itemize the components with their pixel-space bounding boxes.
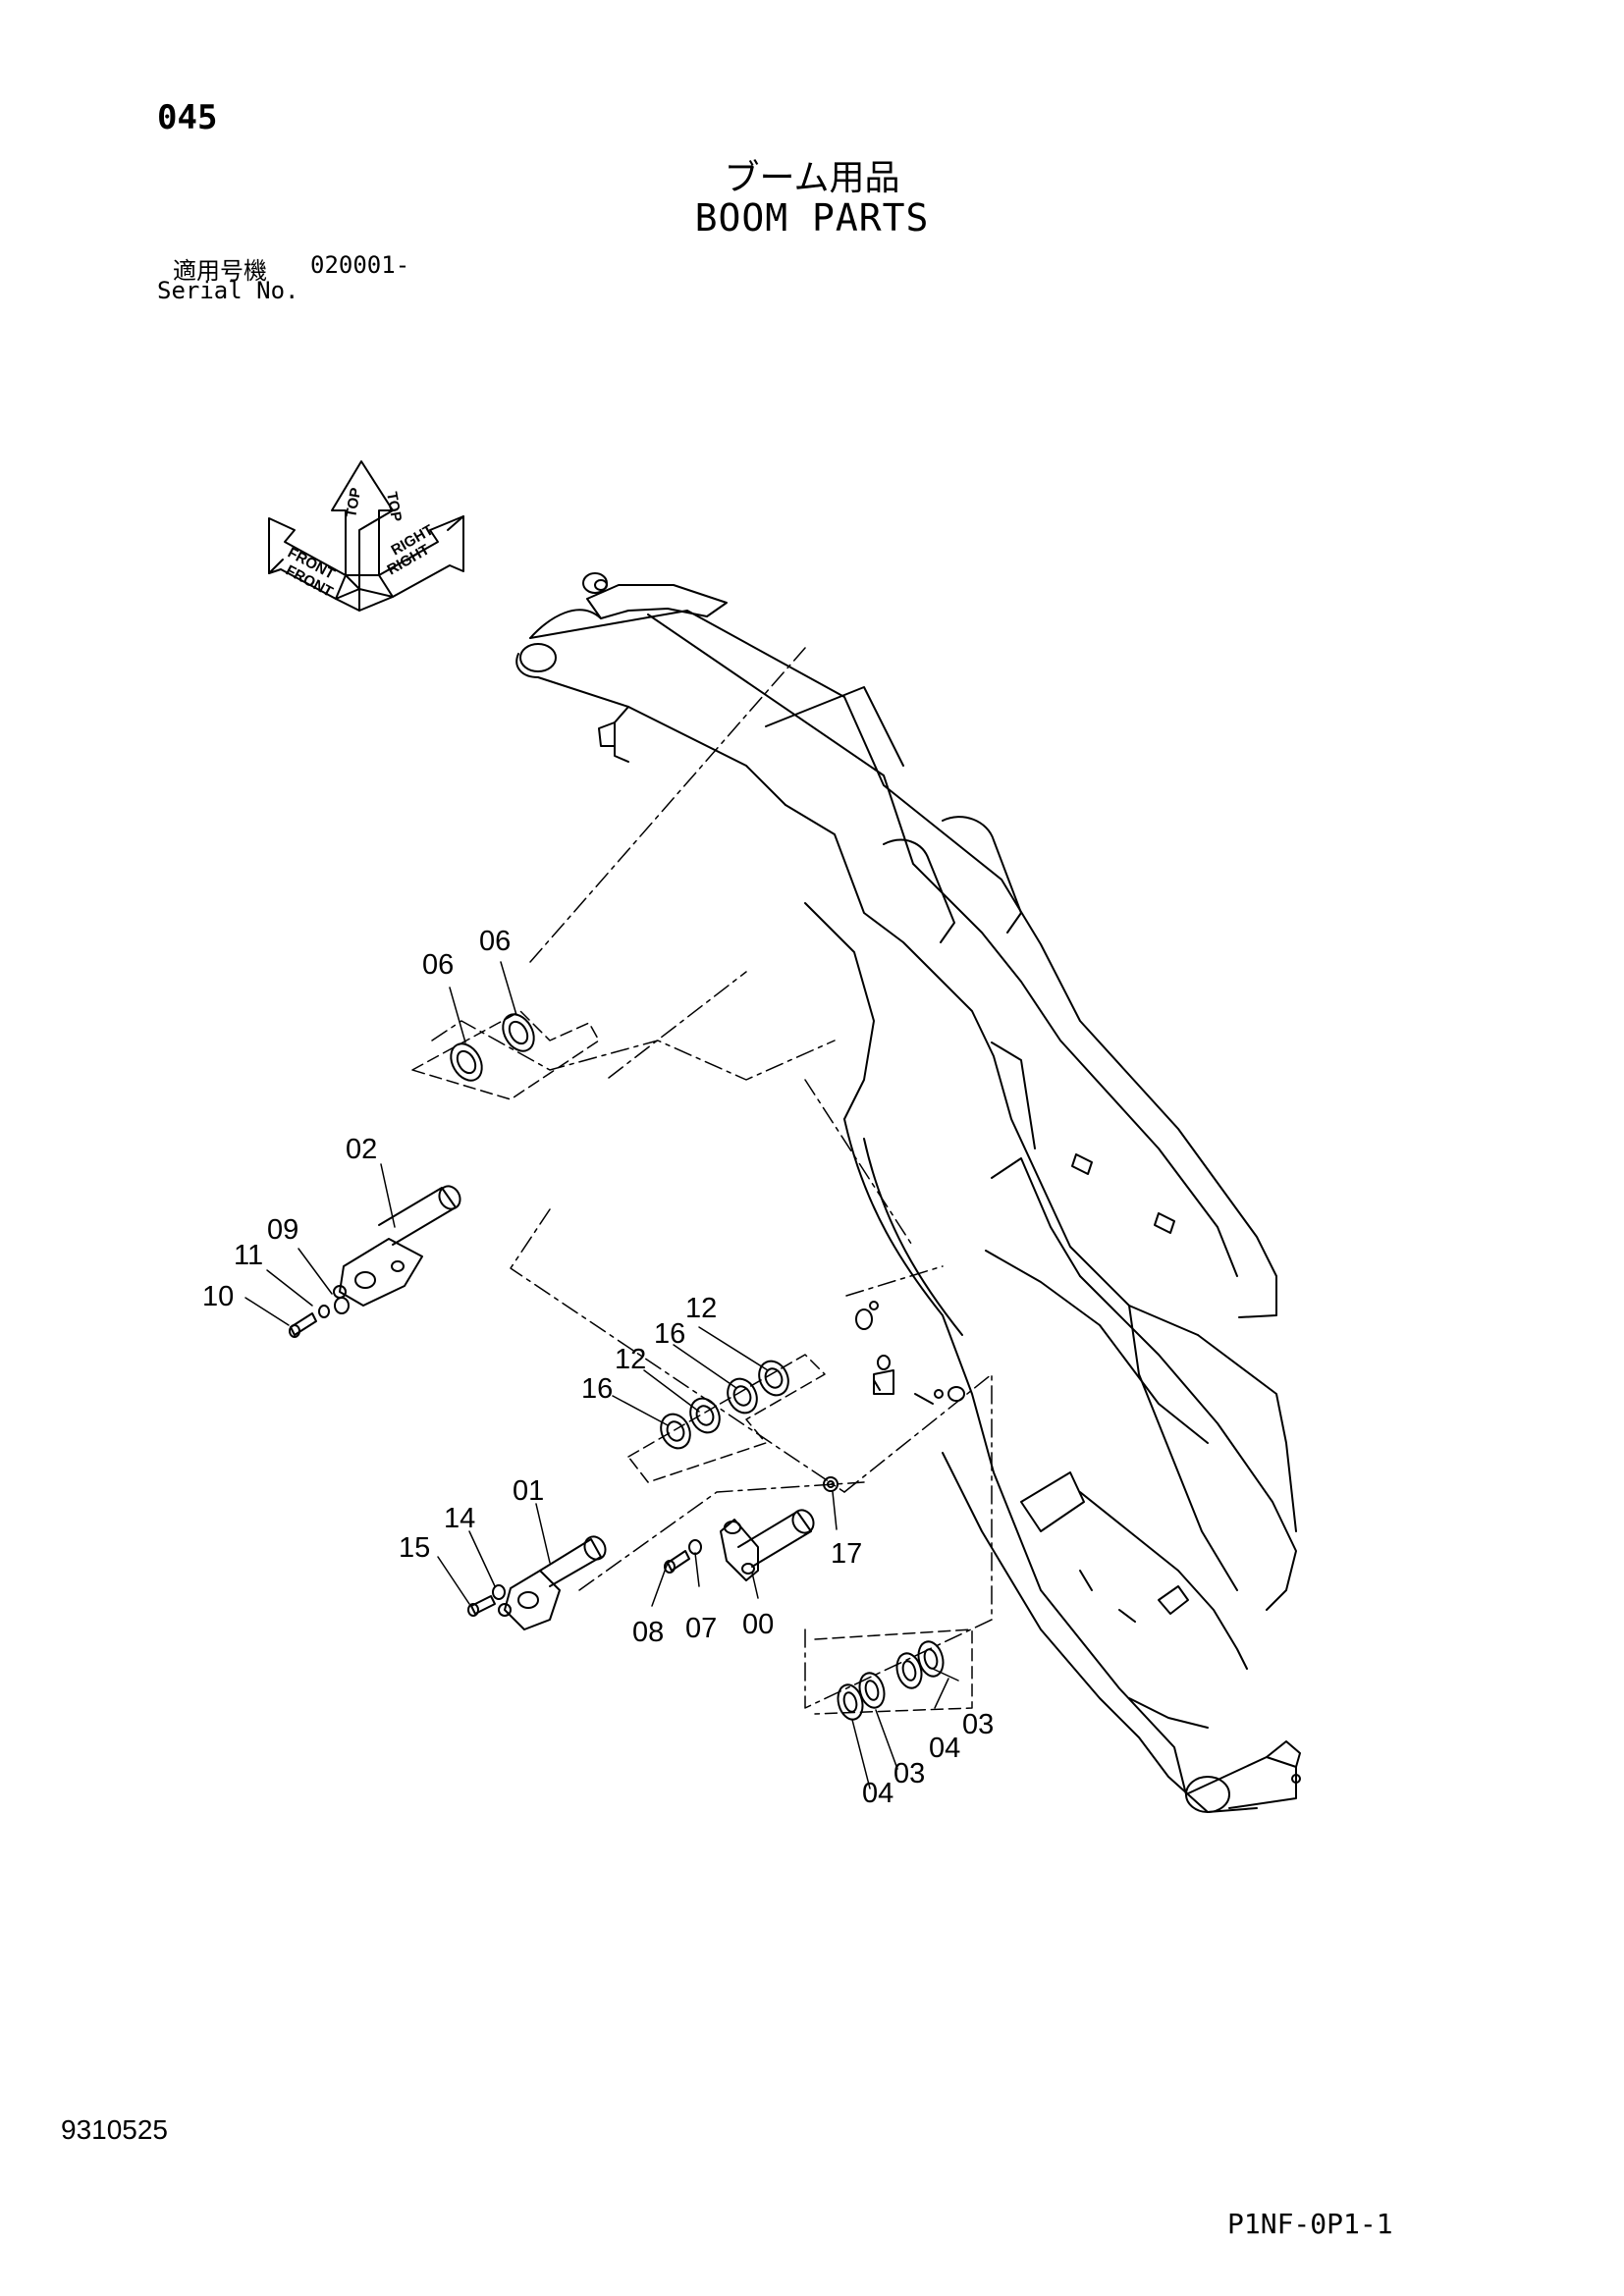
shim-plates-lower [814,1629,973,1721]
fasteners-02 [289,1297,350,1338]
orientation-icon [268,460,464,612]
callout-15: 15 [399,1532,430,1564]
callout-08: 08 [632,1617,664,1648]
orientation-label-top-1: TOP [343,487,364,519]
pin-00 [720,1509,815,1581]
leader-lines [244,961,959,1789]
callout-04-left: 04 [862,1778,893,1809]
callout-16-lower: 16 [581,1373,613,1405]
page-title-en: BOOM PARTS [694,196,930,240]
orientation-label-top-2: TOP [383,491,405,523]
callout-12-lower: 12 [615,1344,646,1375]
callout-14: 14 [444,1503,475,1534]
serial-label-en: Serial No. [157,277,299,304]
callout-06-left: 06 [422,949,454,981]
pin-02 [333,1185,461,1307]
fasteners-00 [664,1476,839,1574]
shim-plates-middle [627,1354,826,1483]
serial-value: 020001- [310,251,410,279]
page-number: 045 [157,98,218,137]
serial-label-jp: 適用号機 [173,257,267,285]
callout-01: 01 [513,1475,544,1507]
document-number: 9310525 [61,2114,169,2145]
callout-03-left: 03 [893,1758,925,1789]
callout-00: 00 [742,1609,774,1640]
callout-07: 07 [685,1613,717,1644]
callout-02: 02 [346,1134,377,1165]
callout-03-right: 03 [962,1709,994,1740]
boom-body [515,572,1301,1813]
callout-06-right: 06 [479,926,511,957]
shim-plates-top [411,1010,600,1100]
fasteners-01 [467,1584,506,1617]
callout-17: 17 [831,1538,862,1570]
callout-12-upper: 12 [685,1293,717,1324]
callout-09: 09 [267,1214,298,1246]
callout-10: 10 [202,1281,234,1312]
callout-16-upper: 16 [654,1318,685,1350]
page-title-jp: ブーム用品 [724,158,900,198]
center-lines [431,647,993,1709]
drawing-code: P1NF-0P1-1 [1227,2208,1393,2240]
pin-01 [498,1535,607,1630]
callout-04-right: 04 [929,1733,960,1764]
callout-11: 11 [234,1240,263,1271]
